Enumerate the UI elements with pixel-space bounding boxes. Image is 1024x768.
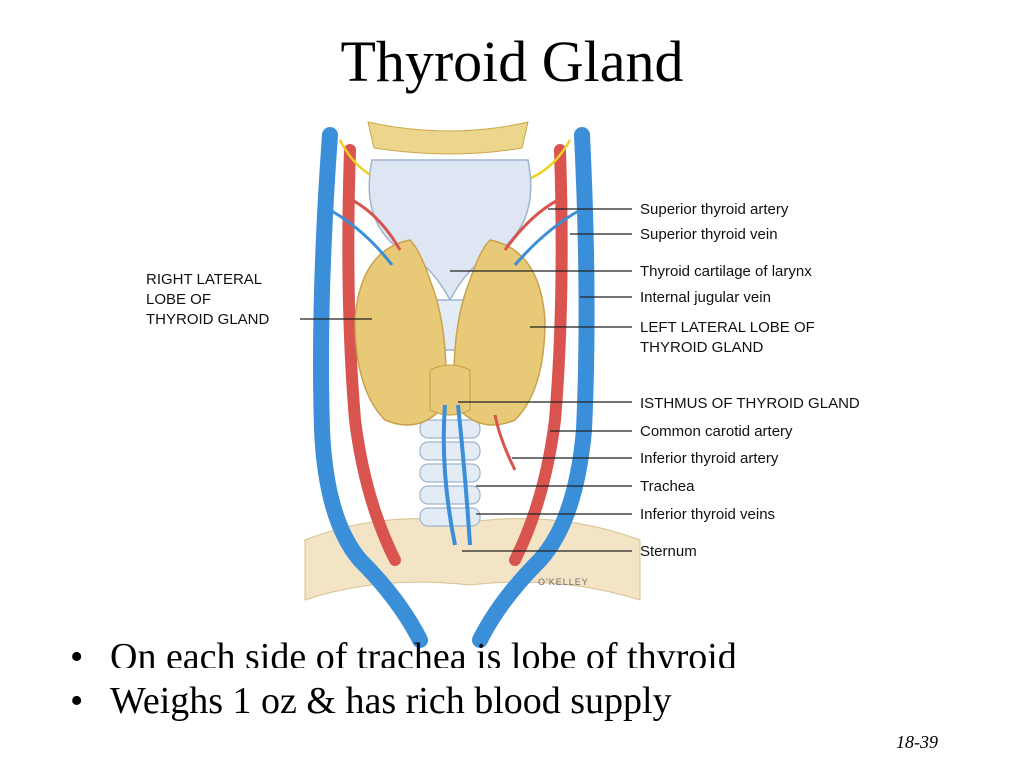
slide-number: 18-39 bbox=[896, 732, 938, 752]
leader-lines bbox=[300, 208, 632, 552]
isthmus bbox=[429, 364, 471, 416]
label-sternum: Sternum bbox=[640, 543, 697, 560]
inferior-thyroid-vein-b bbox=[456, 404, 472, 546]
label-line: RIGHT LATERAL bbox=[146, 271, 263, 288]
hyoid-bone bbox=[367, 121, 529, 155]
label-common-carotid-artery: Common carotid artery bbox=[640, 423, 793, 440]
slide-title: Thyroid Gland bbox=[340, 29, 684, 94]
label-line: THYROID GLAND bbox=[146, 311, 270, 328]
label-superior-thyroid-vein: Superior thyroid vein bbox=[640, 226, 778, 243]
label-superior-thyroid-artery: Superior thyroid artery bbox=[640, 201, 789, 218]
bullet-text: Weighs 1 oz & has rich blood supply bbox=[110, 680, 672, 722]
artist-signature: O'KELLEY bbox=[538, 577, 589, 587]
label-inferior-thyroid-veins: Inferior thyroid veins bbox=[640, 506, 776, 523]
left-internal-jugular-vein bbox=[472, 127, 595, 648]
bullet-marker: • bbox=[70, 636, 84, 668]
bullet-marker: • bbox=[70, 680, 84, 722]
bullet-text: On each side of trachea is lobe of thyro… bbox=[110, 636, 737, 668]
label-inferior-thyroid-artery: Inferior thyroid artery bbox=[640, 450, 779, 467]
inferior-thyroid-artery bbox=[493, 414, 517, 471]
label-isthmus: ISTHMUS OF THYROID GLAND bbox=[640, 395, 860, 412]
superior-thyroid-vein-left bbox=[513, 208, 581, 266]
label-left-lateral-lobe-2: THYROID GLAND bbox=[640, 339, 764, 356]
label-right-lateral-lobe: RIGHT LATERAL LOBE OF THYROID GLAND bbox=[146, 270, 269, 330]
right-internal-jugular-vein bbox=[313, 127, 428, 648]
bullet-list: • On each side of trachea is lobe of thy… bbox=[70, 634, 950, 724]
label-line: LOBE OF bbox=[146, 291, 212, 308]
label-thyroid-cartilage: Thyroid cartilage of larynx bbox=[640, 263, 812, 280]
bullet-item: • On each side of trachea is lobe of thy… bbox=[70, 634, 950, 668]
label-internal-jugular-vein: Internal jugular vein bbox=[640, 289, 771, 306]
superior-thyroid-vein-right bbox=[329, 208, 394, 266]
inferior-thyroid-vein-a bbox=[441, 404, 457, 546]
left-lateral-lobe bbox=[453, 239, 546, 426]
superior-thyroid-artery-left bbox=[503, 198, 559, 251]
bullet-item: • Weighs 1 oz & has rich blood supply bbox=[70, 678, 950, 724]
label-trachea: Trachea bbox=[640, 478, 695, 495]
superior-thyroid-artery-right bbox=[351, 198, 402, 251]
right-lateral-lobe bbox=[354, 239, 447, 426]
right-common-carotid-artery bbox=[342, 144, 401, 566]
label-left-lateral-lobe-1: LEFT LATERAL LOBE OF bbox=[640, 319, 815, 336]
